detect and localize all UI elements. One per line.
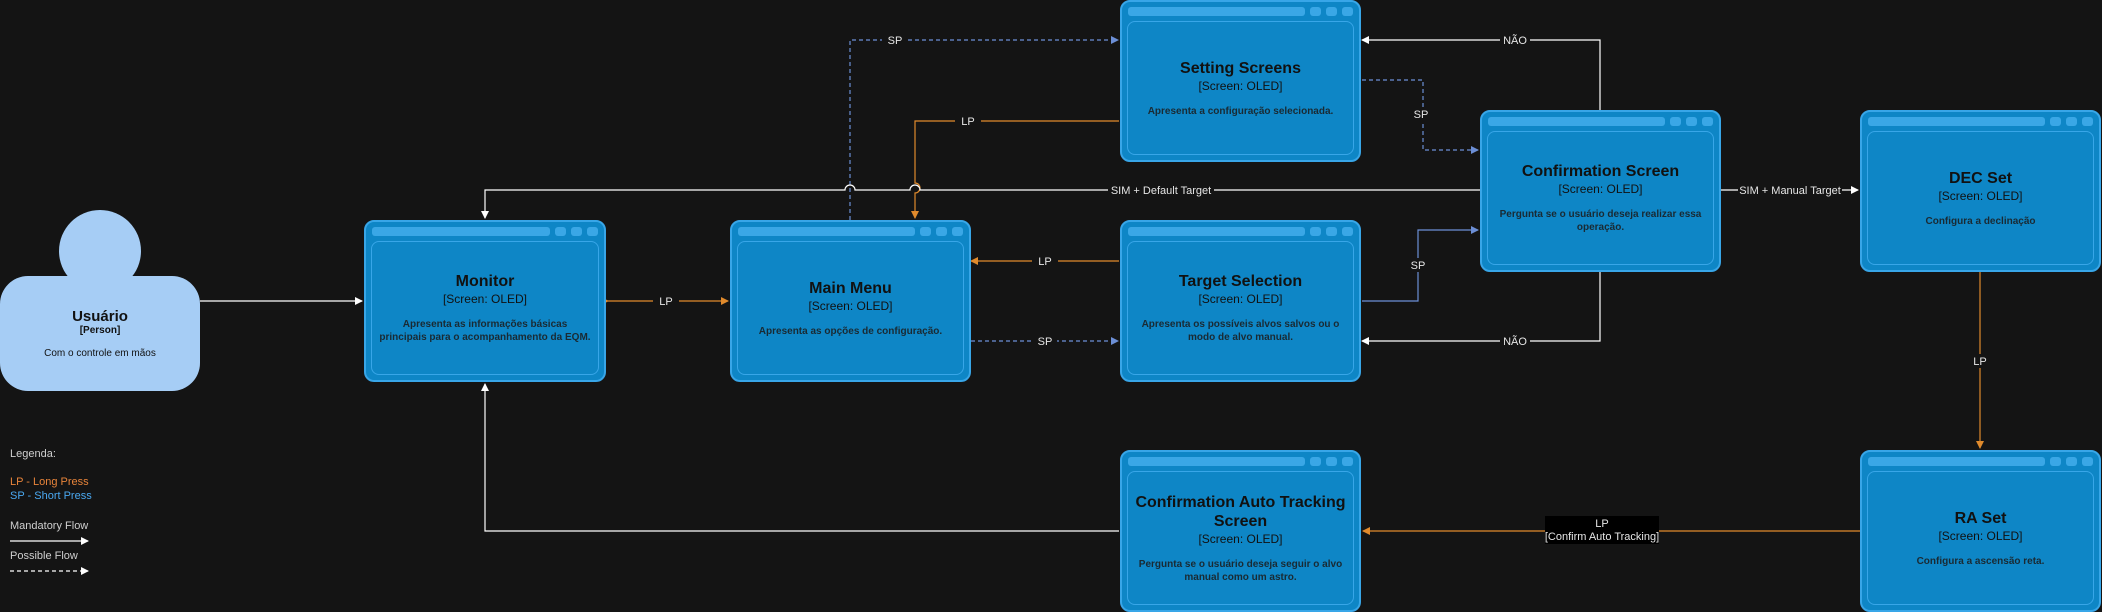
edge-setting-mainmenu-lp	[911, 120, 1119, 219]
edge-confirm-setting-nao	[1361, 36, 1601, 110]
box-title: Confirmation Auto Tracking Screen	[1135, 493, 1346, 530]
label-nao-top: NÃO	[1503, 34, 1527, 47]
edge-mainmenu-setting-sp	[849, 36, 1119, 220]
person-type: [Person]	[79, 325, 121, 336]
box-confirmation-screen: Confirmation Screen [Screen: OLED] Pergu…	[1480, 110, 1721, 272]
legend-lp: LP - Long Press	[10, 476, 89, 488]
label-sim-manual: SIM + Manual Target	[1739, 185, 1841, 197]
edge-confirm-target-nao	[1361, 272, 1601, 345]
box-type: [Screen: OLED]	[1198, 531, 1283, 546]
box-desc: Pergunta se o usuário deseja seguir o al…	[1138, 558, 1343, 583]
box-ra-set: RA Set [Screen: OLED] Configura a ascens…	[1860, 450, 2101, 612]
box-setting-screens: Setting Screens [Screen: OLED] Apresenta…	[1120, 0, 1361, 162]
box-title: DEC Set	[1948, 169, 2013, 187]
box-title: Setting Screens	[1180, 59, 1301, 77]
label-sp-menu-target: SP	[1038, 336, 1053, 348]
box-desc: Apresenta as informações básicas princip…	[379, 319, 591, 343]
label-lp-target-menu: LP	[1038, 256, 1051, 268]
box-main-menu: Main Menu [Screen: OLED] Apresenta as op…	[730, 220, 971, 382]
box-title: Target Selection	[1178, 273, 1303, 290]
label-nao-bottom: NÃO	[1503, 335, 1527, 348]
box-monitor: Monitor [Screen: OLED] Apresenta as info…	[364, 220, 606, 382]
box-title: Confirmation Screen	[1521, 163, 1680, 180]
edge-setting-confirm-sp	[1362, 79, 1479, 154]
legend-mandatory: Mandatory Flow	[10, 520, 89, 532]
legend-title: Legenda:	[10, 448, 56, 460]
box-desc: Configura a declinação	[1925, 215, 2036, 227]
box-title: Main Menu	[809, 279, 892, 297]
person-usuario: Usuário [Person] Com o controle em mãos	[0, 276, 200, 391]
box-title: Monitor	[455, 273, 515, 290]
legend-sp: SP - Short Press	[10, 490, 92, 502]
box-type: [Screen: OLED]	[1198, 292, 1283, 306]
person-title: Usuário	[72, 308, 128, 325]
label-lp-monitor-menu: LP	[659, 296, 672, 308]
label-confirm-auto-tracking: [Confirm Auto Tracking]	[1545, 531, 1659, 543]
box-type: [Screen: OLED]	[1558, 182, 1643, 196]
box-type: [Screen: OLED]	[1938, 188, 2023, 203]
label-lp-setting: LP	[961, 116, 974, 128]
label-lp-ra-auto: LP	[1595, 518, 1608, 530]
box-dec-set: DEC Set [Screen: OLED] Configura a decli…	[1860, 110, 2101, 272]
box-desc: Pergunta se o usuário deseja realizar es…	[1499, 209, 1702, 233]
box-desc: Apresenta os possíveis alvos salvos ou o…	[1141, 319, 1340, 343]
box-target-selection: Target Selection [Screen: OLED] Apresent…	[1120, 220, 1361, 382]
box-type: [Screen: OLED]	[808, 298, 893, 313]
label-sp-target-confirm: SP	[1411, 260, 1426, 272]
box-desc: Configura a ascensão reta.	[1916, 555, 2045, 567]
label-sp-top: SP	[888, 35, 903, 47]
box-type: [Screen: OLED]	[1198, 78, 1283, 93]
legend-possible: Possible Flow	[10, 550, 78, 562]
edge-confirm-monitor-sim	[481, 184, 1480, 219]
box-confirmation-auto-tracking: Confirmation Auto Tracking Screen [Scree…	[1120, 450, 1361, 612]
box-desc: Apresenta as opções de configuração.	[758, 325, 943, 337]
label-sp-setting-confirm: SP	[1414, 109, 1429, 121]
label-lp-dec-ra: LP	[1973, 356, 1986, 368]
box-type: [Screen: OLED]	[1938, 528, 2023, 543]
box-desc: Apresenta a configuração selecionada.	[1147, 105, 1334, 117]
box-title: RA Set	[1954, 509, 2007, 527]
box-type: [Screen: OLED]	[442, 292, 528, 306]
edge-auto-monitor	[481, 383, 1119, 532]
person-desc: Com o controle em mãos	[44, 348, 156, 359]
label-sim-default: SIM + Default Target	[1111, 185, 1211, 197]
